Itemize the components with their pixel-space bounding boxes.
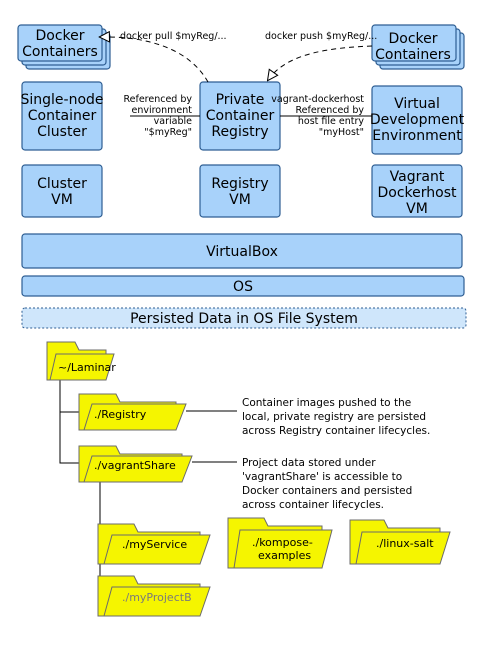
- vagrant-vm-box: Vagrant Dockerhost VM: [371, 164, 463, 218]
- virtualbox-bar: VirtualBox: [21, 233, 463, 269]
- vde-line2: Development: [370, 112, 465, 128]
- folder-myservice-label: ./myService: [122, 538, 187, 551]
- registry-note: Container images pushed to the local, pr…: [242, 397, 430, 437]
- os-label: OS: [233, 279, 253, 295]
- pull-arrow: [100, 37, 209, 83]
- folder-kompose-line1: ./kompose-: [252, 536, 313, 549]
- env-ref-line3: variable: [154, 116, 192, 127]
- os-bar: OS: [21, 275, 465, 297]
- host-ref-line2: Referenced by: [295, 105, 364, 116]
- folder-myprojectb: ./myProjectB: [97, 575, 211, 617]
- folder-linuxsalt-label: ./linux-salt: [376, 537, 434, 550]
- single-node-cluster-box: Single-node Container Cluster: [20, 81, 104, 151]
- folder-kompose: ./kompose- examples: [227, 517, 333, 569]
- registry-vm-line2: VM: [229, 192, 251, 208]
- vde-line1: Virtual: [394, 96, 440, 112]
- pull-label: docker pull $myReg/...: [120, 31, 227, 42]
- host-ref-line4: "myHost": [319, 127, 364, 138]
- vagrantshare-note-line1: Project data stored under: [242, 457, 376, 469]
- single-node-line1: Single-node: [20, 92, 103, 108]
- folder-registry-label: ./Registry: [94, 408, 147, 421]
- registry-line1: Private: [216, 92, 265, 108]
- push-arrow: [268, 45, 373, 80]
- registry-line2: Container: [206, 108, 275, 124]
- folder-linuxsalt: ./linux-salt: [349, 519, 451, 565]
- docker-right-line2: Containers: [375, 47, 451, 63]
- env-ref-line1: Referenced by: [123, 94, 192, 105]
- folder-myservice: ./myService: [97, 523, 211, 565]
- registry-vm-line1: Registry: [211, 176, 268, 192]
- cluster-vm-box: Cluster VM: [21, 164, 103, 218]
- folder-vagrantshare: ./vagrantShare: [78, 445, 193, 483]
- host-ref-line1: vagrant-dockerhost: [271, 94, 364, 105]
- folder-registry: ./Registry: [78, 393, 187, 431]
- docker-containers-right: Docker Containers: [371, 24, 465, 70]
- vagrantshare-note-line3: Docker containers and persisted: [242, 485, 412, 497]
- registry-line3: Registry: [211, 124, 268, 140]
- folder-kompose-line2: examples: [258, 549, 311, 562]
- cluster-vm-line1: Cluster: [37, 176, 87, 192]
- env-ref-line4: "$myReg": [144, 127, 192, 138]
- env-ref-line2: environment: [131, 105, 192, 116]
- vagrant-vm-line2: Dockerhost: [378, 185, 458, 201]
- registry-vm-box: Registry VM: [199, 164, 281, 218]
- persisted-data-bar: Persisted Data in OS File System: [21, 307, 467, 329]
- folder-vagrantshare-label: ./vagrantShare: [94, 459, 176, 472]
- registry-note-line1: Container images pushed to the: [242, 397, 411, 409]
- edge-labels: docker pull $myReg/... docker push $myRe…: [120, 31, 377, 138]
- single-node-line2: Container: [28, 108, 97, 124]
- registry-note-line2: local, private registry are persisted: [242, 411, 426, 423]
- registry-note-line3: across Registry container lifecycles.: [242, 425, 430, 437]
- docker-left-line2: Containers: [22, 44, 98, 60]
- vagrantshare-note: Project data stored under 'vagrantShare'…: [242, 457, 412, 511]
- vagrant-vm-line1: Vagrant: [390, 169, 445, 185]
- vde-line3: Environment: [372, 128, 462, 144]
- single-node-line3: Cluster: [37, 124, 87, 140]
- vagrantshare-note-line4: across container lifecycles.: [242, 499, 384, 511]
- push-label: docker push $myReg/...: [265, 31, 377, 42]
- docker-containers-left: Docker Containers: [17, 24, 111, 70]
- persisted-data-label: Persisted Data in OS File System: [130, 311, 358, 327]
- docker-left-line1: Docker: [35, 28, 84, 44]
- host-ref-line3: host file entry: [298, 116, 365, 127]
- vagrantshare-note-line2: 'vagrantShare' is accessible to: [242, 471, 402, 483]
- virtualbox-label: VirtualBox: [206, 244, 278, 260]
- vde-box: Virtual Development Environment: [370, 85, 465, 155]
- docker-right-line1: Docker: [388, 31, 437, 47]
- folder-myprojectb-label: ./myProjectB: [122, 591, 192, 604]
- cluster-vm-line2: VM: [51, 192, 73, 208]
- vagrant-vm-line3: VM: [406, 201, 428, 217]
- folder-laminar-label: ~/Laminar: [58, 361, 116, 374]
- private-registry-box: Private Container Registry: [199, 81, 281, 151]
- folder-laminar: ~/Laminar: [46, 341, 116, 381]
